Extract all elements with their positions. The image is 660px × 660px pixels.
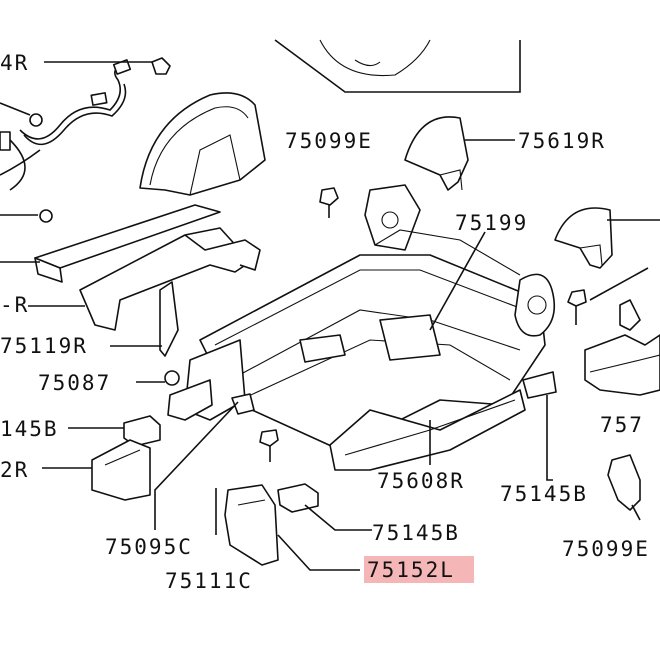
- label-75619R: 75619R: [518, 129, 606, 153]
- highlight-75152L: [364, 556, 474, 583]
- wire-harness: [0, 57, 171, 223]
- label-R-left: -R: [0, 293, 29, 317]
- left-rail-cover: [0, 92, 266, 357]
- seat-frame: [184, 184, 556, 471]
- label-75152L: 75152L: [367, 558, 455, 582]
- label-75199: 75199: [455, 211, 528, 235]
- label-75608R: 75608R: [377, 469, 465, 493]
- label-75119R: 75119R: [0, 334, 88, 358]
- label-4R-top: 4R: [0, 51, 29, 75]
- pads-brackets: [91, 415, 319, 566]
- label-757: 757: [600, 413, 644, 437]
- label-75145B-right: 75145B: [500, 482, 588, 506]
- part-labels: 4R 75099E 75619R 75199 -R 75119R 75087 1…: [0, 51, 650, 593]
- leader-lines: [42, 61, 660, 571]
- label-75145B-mid: 75145B: [372, 521, 460, 545]
- label-2R-left: 2R: [0, 458, 29, 482]
- label-75099E-top: 75099E: [285, 129, 373, 153]
- label-75095C: 75095C: [105, 535, 193, 559]
- seat-cushion-outline: [274, 39, 521, 93]
- label-75099E-bottom: 75099E: [562, 537, 650, 561]
- right-covers: [404, 116, 660, 521]
- bolts: [164, 187, 587, 462]
- label-75111C: 75111C: [165, 569, 253, 593]
- label-145B-left: 145B: [0, 417, 59, 441]
- label-75087: 75087: [38, 371, 111, 395]
